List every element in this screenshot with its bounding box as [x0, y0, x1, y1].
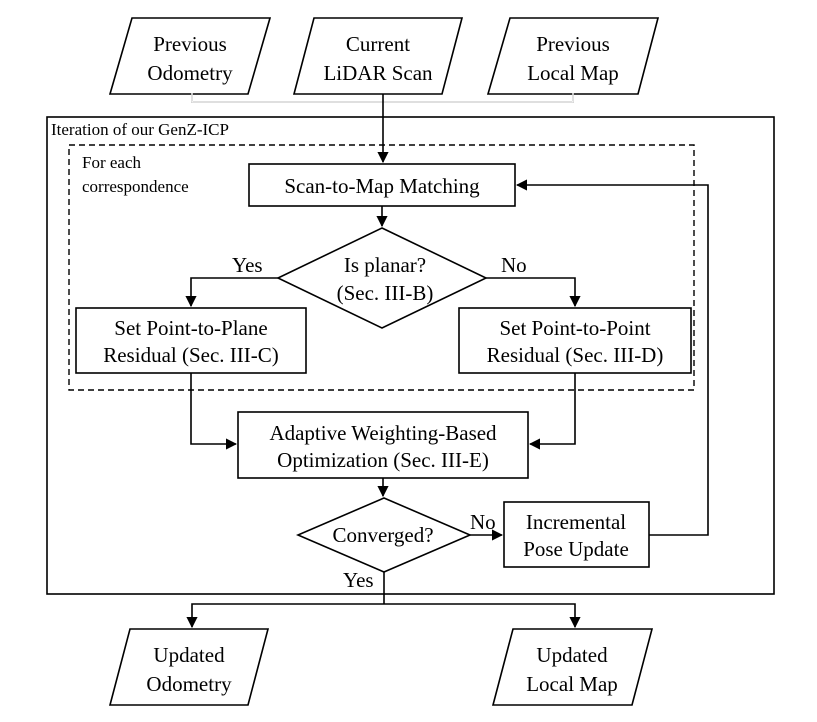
correspondence-label-line1: For each	[82, 153, 142, 172]
planar-yes-arrow	[185, 277, 278, 308]
iteration-label: Iteration of our GenZ-ICP	[51, 120, 229, 139]
to-odometry-arrow	[186, 603, 384, 629]
to-local-map-arrow	[384, 603, 581, 629]
pose-update-line2: Pose Update	[523, 537, 629, 561]
point-to-optimization-arrow	[528, 373, 576, 450]
scan-to-map-label: Scan-to-Map Matching	[284, 174, 480, 198]
is-planar-line1: Is planar?	[344, 253, 426, 277]
plane-to-optimization-arrow	[190, 373, 238, 450]
iteration-box	[46, 116, 775, 595]
pose-update-line1: Incremental	[526, 510, 626, 534]
updated-local-map-line1: Updated	[536, 643, 608, 667]
point-to-point-line1: Set Point-to-Point	[499, 316, 650, 340]
current-scan-input	[292, 17, 464, 95]
is-planar-line2: (Sec. III-B)	[337, 281, 434, 305]
updated-local-map-output	[491, 628, 654, 706]
optimization-line1: Adaptive Weighting-Based	[269, 421, 497, 445]
pose-update-box	[503, 501, 650, 568]
correspondence-box	[68, 144, 695, 391]
optimization-line2: Optimization (Sec. III-E)	[277, 448, 489, 472]
updated-local-map-line2: Local Map	[526, 672, 618, 696]
point-to-plane-line1: Set Point-to-Plane	[114, 316, 267, 340]
previous-odometry-input	[108, 17, 272, 95]
converged-yes-label: Yes	[343, 568, 374, 592]
previous-odometry-line2: Odometry	[147, 61, 233, 85]
planar-yes-label: Yes	[232, 253, 263, 277]
point-to-point-line2: Residual (Sec. III-D)	[487, 343, 664, 367]
correspondence-label-line2: correspondence	[82, 177, 189, 196]
previous-local-map-input	[486, 17, 660, 95]
previous-odometry-line1: Previous	[153, 32, 227, 56]
current-scan-line2: LiDAR Scan	[323, 61, 433, 85]
previous-local-map-line2: Local Map	[527, 61, 619, 85]
is-planar-diamond	[276, 227, 488, 329]
feedback-loop-arrow	[515, 179, 709, 536]
planar-no-label: No	[501, 253, 527, 277]
planar-no-arrow	[486, 277, 581, 308]
updated-odometry-output	[108, 628, 270, 706]
converged-label: Converged?	[332, 523, 433, 547]
updated-odometry-line1: Updated	[153, 643, 225, 667]
converged-no-label: No	[470, 510, 496, 534]
previous-local-map-line1: Previous	[536, 32, 610, 56]
point-to-point-box	[458, 307, 692, 374]
optimization-box	[237, 411, 529, 479]
updated-odometry-line2: Odometry	[146, 672, 232, 696]
current-scan-line1: Current	[346, 32, 410, 56]
point-to-plane-box	[75, 307, 307, 374]
point-to-plane-line2: Residual (Sec. III-C)	[103, 343, 279, 367]
scan-to-map-box	[248, 163, 516, 207]
